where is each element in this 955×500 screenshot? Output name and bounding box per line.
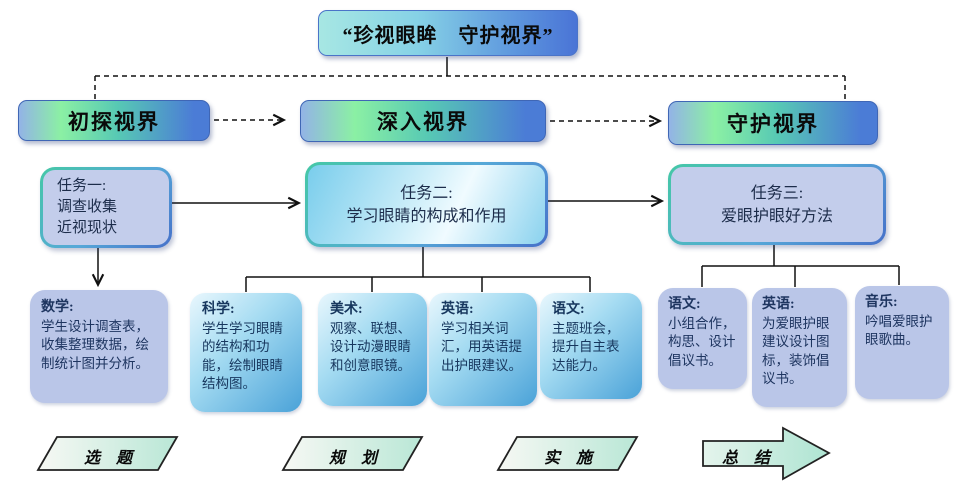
subject-label: 数学:	[41, 300, 74, 315]
subject-box-english-2: 英语: 为爱眼护眼建议设计图标，装饰倡议书。	[752, 288, 847, 407]
task-body: 调查收集 近视现状	[57, 199, 118, 236]
subject-box-art: 美术: 观察、联想、设计动漫眼睛和创意眼镜。	[318, 293, 427, 406]
subject-box-chinese-2: 语文: 小组合作，构思、设计倡议书。	[658, 288, 747, 389]
stage-label-implement: 实 施	[543, 450, 592, 467]
phase-label: 守护视界	[727, 112, 819, 136]
phase-box-explore: 初探视界	[18, 100, 210, 141]
main-title: “珍视眼眸 守护视界”	[342, 24, 554, 47]
task-body: 爱眼护眼好方法	[720, 207, 833, 225]
phase-box-protect: 守护视界	[668, 101, 878, 145]
phase-box-deepen: 深入视界	[300, 100, 546, 142]
task3-subject-tree	[701, 239, 900, 287]
subject-body: 吟唱爱眼护眼歌曲。	[865, 313, 933, 348]
subject-label: 英语:	[441, 302, 474, 317]
stage-label-topic: 选 题	[83, 450, 132, 467]
subject-box-english: 英语: 学习相关词汇，用英语提出护眼建议。	[429, 293, 537, 406]
subject-label: 美术:	[330, 302, 363, 317]
stage-label-summary: 总 结	[721, 450, 770, 467]
subject-box-science: 科学: 学生学习眼睛的结构和功能，绘制眼睛结构图。	[190, 293, 302, 412]
task-box-2: 任务二: 学习眼睛的构成和作用	[305, 162, 548, 247]
task-body: 学习眼睛的构成和作用	[346, 207, 507, 225]
task-heading: 任务二:	[400, 184, 453, 202]
main-title-box: “珍视眼眸 守护视界”	[318, 10, 578, 56]
task-heading: 任务三:	[750, 184, 804, 202]
task-box-1: 任务一: 调查收集 近视现状	[40, 167, 172, 248]
stage-shape-topic	[36, 436, 179, 471]
subject-body: 为爱眼护眼建议设计图标，装饰倡议书。	[762, 315, 830, 387]
subject-body: 学生学习眼睛的结构和功能，绘制眼睛结构图。	[202, 320, 283, 392]
subject-body: 学生设计调查表，收集整理数据，绘制统计图并分析。	[41, 318, 149, 371]
task2-subject-tree	[245, 241, 591, 292]
subject-label: 语文:	[552, 302, 585, 317]
phase-label: 深入视界	[377, 110, 469, 134]
task-heading: 任务一:	[57, 178, 107, 194]
subject-box-math: 数学: 学生设计调查表，收集整理数据，绘制统计图并分析。	[30, 290, 168, 403]
stage-label-plan: 规 划	[328, 450, 377, 467]
stage-shape-plan	[281, 436, 424, 471]
subject-box-chinese: 语文: 主题班会，提升自主表达能力。	[540, 293, 642, 399]
subject-body: 主题班会，提升自主表达能力。	[552, 320, 620, 373]
subject-label: 语文:	[668, 297, 701, 312]
subject-label: 科学:	[202, 302, 235, 317]
task-box-3: 任务三: 爱眼护眼好方法	[668, 164, 886, 245]
subject-body: 小组合作，构思、设计倡议书。	[668, 315, 736, 368]
subject-body: 观察、联想、设计动漫眼睛和创意眼镜。	[330, 320, 411, 373]
subject-label: 音乐:	[865, 295, 898, 310]
subject-label: 英语:	[762, 297, 795, 312]
phase-label: 初探视界	[68, 109, 160, 134]
stage-arrow-summary	[702, 426, 831, 481]
stage-shape-implement	[496, 436, 639, 471]
subject-body: 学习相关词汇，用英语提出护眼建议。	[441, 320, 522, 373]
subject-box-music: 音乐: 吟唱爱眼护眼歌曲。	[855, 286, 949, 399]
